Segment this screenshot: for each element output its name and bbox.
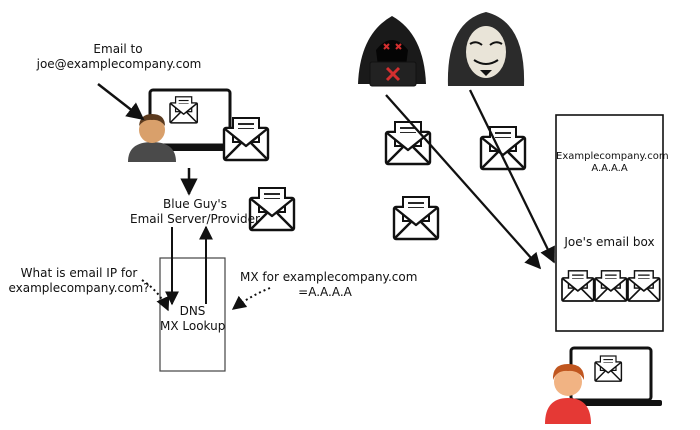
question-line2: examplecompany.com? — [8, 281, 150, 295]
mailbox-label: Joe's email box — [556, 235, 663, 250]
envelope-icon — [392, 195, 440, 241]
email-to-address: joe@examplecompany.com — [29, 57, 209, 72]
masked-hacker-icon — [447, 12, 525, 86]
provider-line2: Email Server/Provider — [130, 212, 260, 226]
mx-answer-line1: MX for examplecompany.com — [240, 270, 418, 284]
email-to-line2: joe@examplecompany.com — [36, 57, 202, 71]
email-to-label: Email to — [58, 42, 178, 57]
mx-answer-label: MX for examplecompany.com =A.A.A.A — [240, 270, 418, 300]
question-label: What is email IP for examplecompany.com? — [4, 266, 154, 296]
dns-line1: DNS — [179, 304, 206, 318]
dns-label: DNS MX Lookup — [160, 304, 225, 334]
hooded-hacker-icon — [358, 16, 426, 87]
dns-box — [159, 257, 226, 372]
question-line1: What is email IP for — [20, 266, 138, 280]
envelope-icon — [384, 120, 432, 166]
provider-line1: Blue Guy's — [163, 197, 227, 211]
dotted-question-arrow — [141, 279, 170, 312]
dotted-answer-arrow — [231, 287, 271, 310]
dns-line2: MX Lookup — [160, 319, 226, 333]
recipient-person-icon — [545, 364, 591, 424]
arrow-hacker1-to-mailbox — [385, 94, 542, 270]
mx-answer-line2: =A.A.A.A — [298, 285, 352, 299]
company-line2: A.A.A.A — [591, 163, 628, 174]
envelope-icon — [479, 125, 527, 171]
sender-person-icon — [128, 114, 176, 162]
mailbox-title: Joe's email box — [564, 235, 655, 249]
company-label: Examplecompany.com A.A.A.A — [556, 151, 669, 175]
company-line1: Examplecompany.com — [556, 151, 669, 162]
email-to-line1: Email to — [93, 42, 143, 56]
arrow-to-sender — [97, 83, 145, 121]
recipient-laptop-icon — [560, 346, 662, 406]
provider-label: Blue Guy's Email Server/Provider — [120, 197, 270, 227]
arrow-hacker2-to-mailbox — [468, 89, 556, 264]
